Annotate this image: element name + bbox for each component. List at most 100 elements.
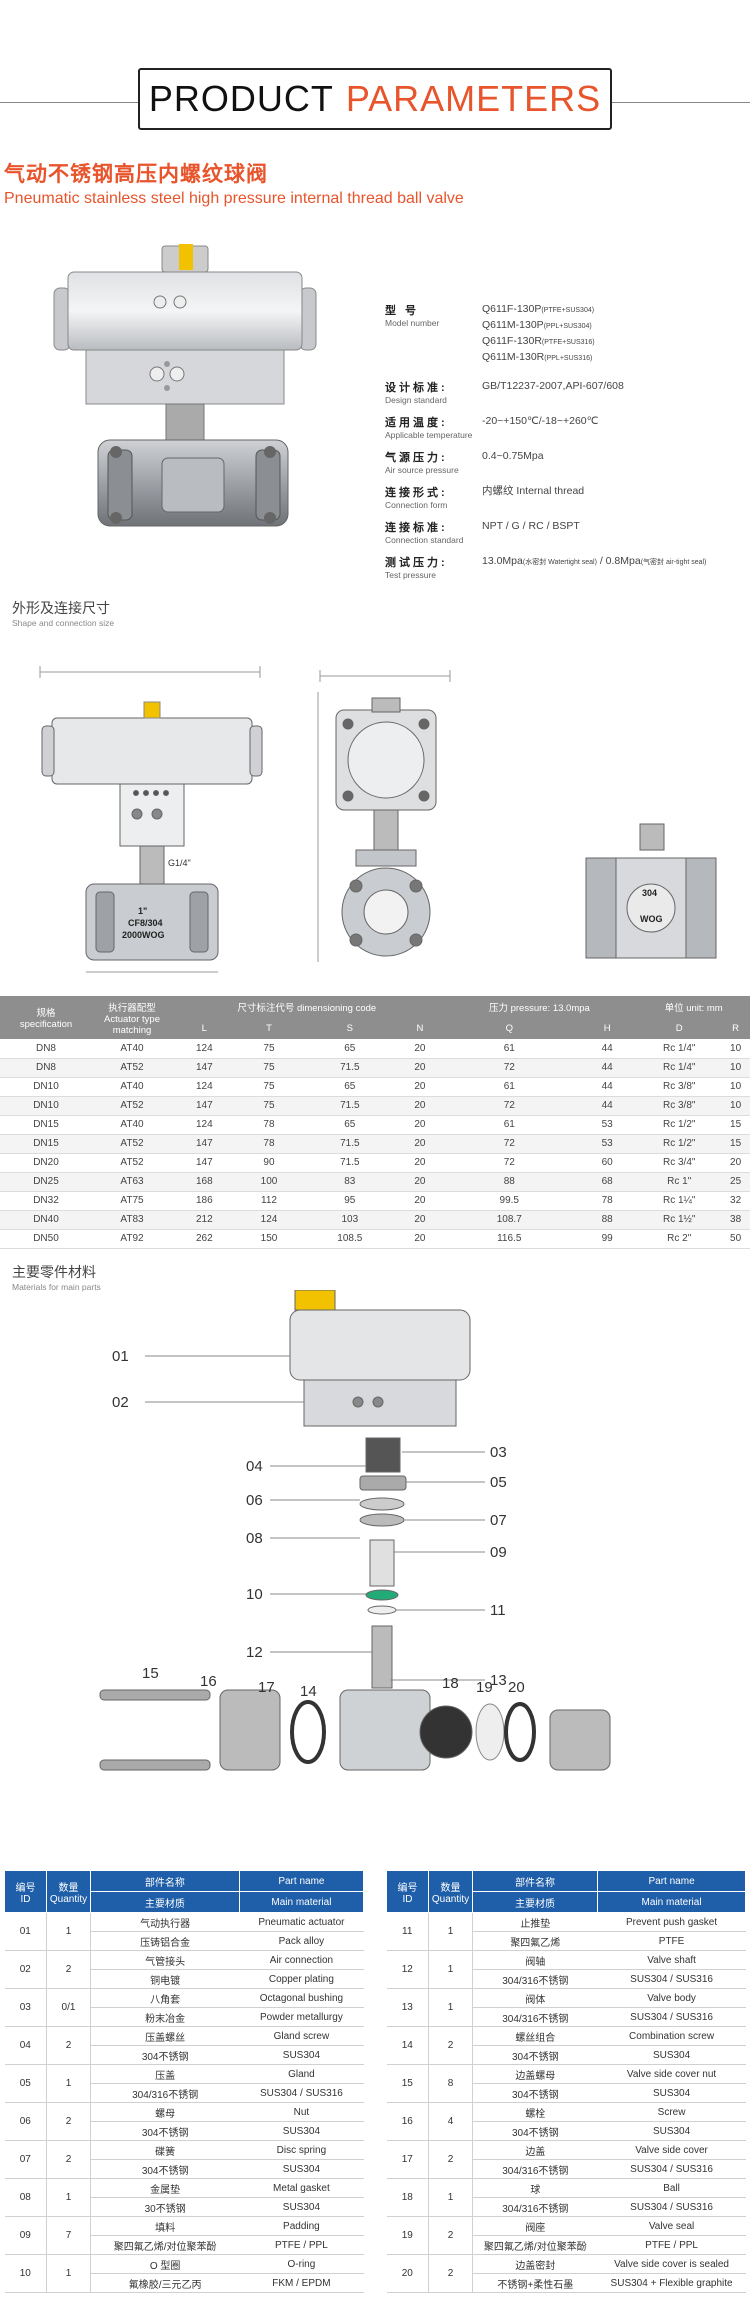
dimension-cell: AT52 [92, 1096, 172, 1116]
dimension-cell: 262 [172, 1229, 237, 1249]
part-id: 20 [386, 2254, 429, 2293]
dimension-cell: AT52 [92, 1058, 172, 1078]
part-qty: 4 [428, 2102, 473, 2141]
dimension-cell: 71.5 [301, 1134, 399, 1154]
part-name-en: Combination screw [597, 2026, 746, 2046]
part-qty: 1 [46, 2254, 91, 2293]
banner-rule-right [612, 102, 750, 103]
dimension-cell: Rc 1/2" [637, 1134, 722, 1154]
callout-20: 20 [508, 1679, 525, 1696]
drawing-port-label: G1/4" [168, 858, 191, 868]
callout-08: 08 [246, 1530, 263, 1547]
exploded-view: 01 02 03 04 05 06 07 08 09 10 11 12 13 1… [99, 1290, 611, 1771]
dimension-cell: 83 [301, 1172, 399, 1192]
part-name-en: Valve side cover [597, 2140, 746, 2160]
part-name-cn: 螺丝组合 [472, 2026, 598, 2046]
part-name-cn: 碟簧 [90, 2140, 240, 2160]
dimension-cell: 108.5 [301, 1229, 399, 1249]
spec-connection-standard: 连接标准:Connection standard NPT / G / RC / … [385, 519, 745, 545]
dimension-cell: 61 [441, 1115, 578, 1135]
col-material-en: Main material [597, 1891, 746, 1913]
dimension-cell: 75 [236, 1058, 302, 1078]
drawing-material-label: CF8/304 [128, 918, 163, 928]
dimension-cell: 147 [172, 1096, 237, 1116]
part-name-en: Valve seal [597, 2216, 746, 2236]
callout-15: 15 [142, 1665, 159, 1682]
part-qty: 2 [428, 2254, 473, 2293]
dimension-cell: 20 [398, 1077, 442, 1097]
dimension-cell: 71.5 [301, 1058, 399, 1078]
part-name-cn: 气动执行器 [90, 1912, 240, 1932]
dimension-cell: 20 [398, 1229, 442, 1249]
part-name-cn: 压盖 [90, 2064, 240, 2084]
part-name-en: Octagonal bushing [239, 1988, 364, 2008]
dimension-cell: 10 [721, 1058, 750, 1078]
part-qty: 1 [428, 1912, 473, 1951]
spec-temperature: 适用温度:Applicable temperature -20~+150℃/-1… [385, 414, 745, 440]
part-name-cn: 阀体 [472, 1988, 598, 2008]
col-part-en: Part name [597, 1870, 746, 1892]
col-id-cn: 编号 [397, 1882, 418, 1894]
dimension-cell: 61 [441, 1077, 578, 1097]
dimension-cell: 124 [172, 1115, 237, 1135]
part-material-cn: 304/316不锈钢 [472, 2007, 598, 2027]
spec-label-en: Test pressure [385, 570, 437, 580]
dimension-cell: 20 [398, 1153, 442, 1173]
spec-value: GB/T12237-2007,API-607/608 [482, 380, 624, 392]
dimension-cell: 61 [441, 1039, 578, 1059]
parts-table-subheader: 主要材质 Main material [387, 1891, 746, 1913]
product-title-en: Pneumatic stainless steel high pressure … [4, 190, 464, 207]
part-name-en: Prevent push gasket [597, 1912, 746, 1932]
dimension-cell: 65 [301, 1077, 399, 1097]
spec-note: (PPL+SUS304) [543, 323, 592, 330]
dimension-cell: 72 [441, 1058, 578, 1078]
spec-label-cn: 设计标准: [385, 382, 448, 394]
callout-11: 11 [490, 1602, 506, 1619]
part-material-cn: 304不锈钢 [90, 2159, 240, 2179]
spec-label-en: Model number [385, 318, 440, 328]
section-heading-dimensions: 外形及连接尺寸 Shape and connection size [12, 598, 114, 628]
part-material-en: SUS304 / SUS316 [597, 1969, 746, 1989]
spec-label-cn: 连接标准: [385, 522, 448, 534]
col-material-en: Main material [238, 1891, 365, 1913]
dimension-cell: 20 [398, 1039, 442, 1059]
callout-05: 05 [490, 1474, 507, 1491]
dimension-cell: 20 [398, 1096, 442, 1116]
part-name-cn: 填料 [90, 2216, 240, 2236]
part-material-en: PTFE / PPL [597, 2235, 746, 2255]
spec-label-en: Design standard [385, 395, 447, 405]
dimension-cell: 168 [172, 1172, 237, 1192]
spec-air-pressure: 气源压力:Air source pressure 0.4~0.75Mpa [385, 449, 745, 475]
callout-19: 19 [476, 1679, 493, 1696]
spec-design-standard: 设计标准:Design standard GB/T12237-2007,API-… [385, 379, 745, 405]
col-T: T [236, 1017, 302, 1039]
part-material-en: SUS304 [597, 2121, 746, 2141]
dimension-cell: 88 [577, 1210, 638, 1230]
part-name-cn: 气管接头 [90, 1950, 240, 1970]
dimension-cell: 78 [577, 1191, 638, 1211]
callout-03: 03 [490, 1444, 507, 1461]
section-title-cn: 主要零件材料 [12, 1264, 96, 1280]
dimension-cell: 71.5 [301, 1096, 399, 1116]
part-qty: 2 [428, 2216, 473, 2255]
callout-04: 04 [246, 1458, 263, 1475]
part-material-en: PTFE [597, 1931, 746, 1951]
dimension-cell: DN40 [0, 1210, 92, 1230]
dimension-cell: 103 [301, 1210, 399, 1230]
dimension-cell: DN20 [0, 1153, 92, 1173]
